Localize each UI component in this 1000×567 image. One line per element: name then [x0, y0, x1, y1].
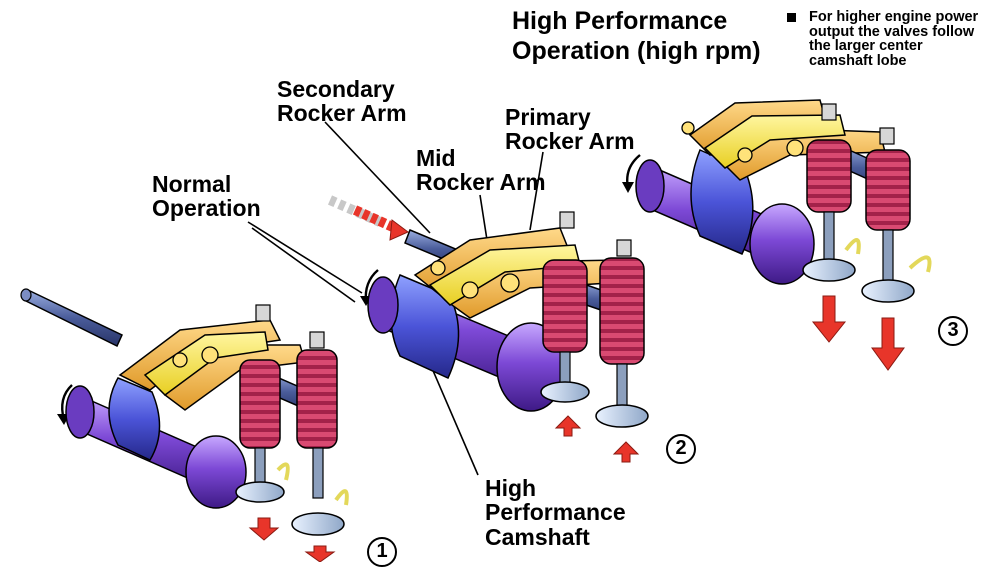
title-line-1: High Performance	[512, 7, 728, 35]
valve-spring	[296, 349, 338, 449]
bullet-square-icon	[787, 13, 796, 22]
step-number-1: 1	[367, 537, 397, 567]
note-line: the larger center	[809, 38, 923, 54]
label-secondary-rocker-arm: Secondary Rocker Arm	[277, 77, 407, 126]
assembly-high-performance	[622, 99, 932, 371]
assembly-transition	[327, 195, 649, 463]
valve-spring	[239, 359, 281, 449]
note-line: camshaft lobe	[809, 52, 907, 69]
label-line: Camshaft	[485, 523, 590, 550]
label-mid-rocker-arm: Mid Rocker Arm	[416, 146, 546, 195]
label-line: Operation	[152, 195, 261, 222]
title-line-2: Operation (high rpm)	[512, 37, 761, 65]
oil-flow-icon	[276, 462, 290, 481]
label-high-performance-camshaft: High Performance Camshaft	[485, 475, 626, 550]
label-line: Performance	[485, 499, 626, 526]
label-line: High	[485, 475, 537, 501]
valve-motion-arrow-icon	[248, 517, 336, 562]
note-line: output the valves follow	[809, 23, 975, 40]
leader-lines	[247, 121, 544, 476]
label-line: Secondary	[277, 76, 395, 102]
label-normal-operation: Normal Operation	[152, 172, 261, 221]
assembly-normal-operation	[20, 288, 349, 562]
note-bullet: For higher engine power output the valve…	[787, 10, 978, 68]
step-number-3: 3	[938, 316, 968, 346]
label-line: Rocker Arm	[277, 100, 407, 127]
label-line: Primary	[505, 104, 591, 130]
label-line: Mid	[416, 145, 456, 171]
page-title: High Performance Operation (high rpm)	[512, 6, 761, 66]
label-line: Rocker Arm	[505, 128, 635, 155]
step-number-2: 2	[666, 434, 696, 464]
label-line: Normal	[152, 171, 232, 197]
label-line: Rocker Arm	[416, 169, 546, 196]
label-primary-rocker-arm: Primary Rocker Arm	[505, 105, 635, 154]
note-line: For higher engine power	[809, 9, 979, 25]
